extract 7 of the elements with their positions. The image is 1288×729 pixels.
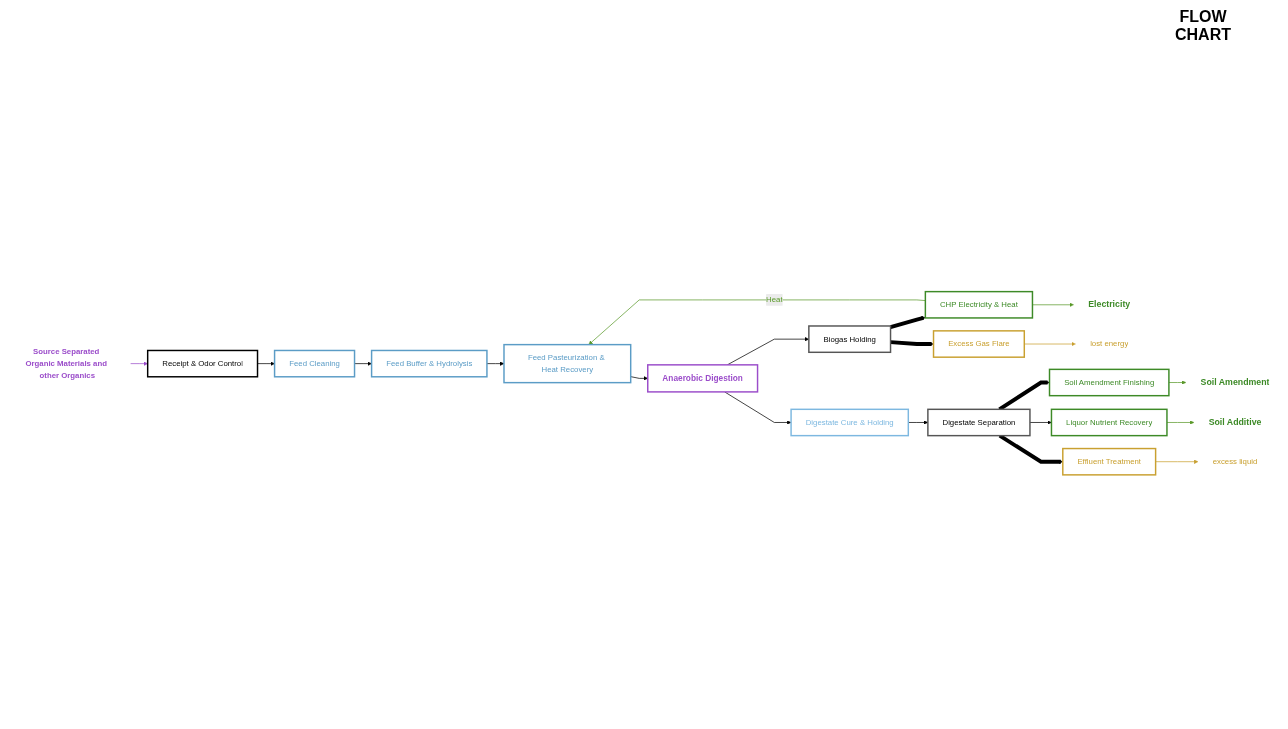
node-box: Anaerobic Digestion [647,363,759,393]
node-text: Soil Amendment [1200,377,1270,387]
chart-title: FLOW CHART [1174,8,1232,44]
arrow [890,339,934,346]
node-text: Soil Additive [1208,416,1262,427]
node-text: Electricity [1088,299,1131,310]
arrow [890,315,926,329]
